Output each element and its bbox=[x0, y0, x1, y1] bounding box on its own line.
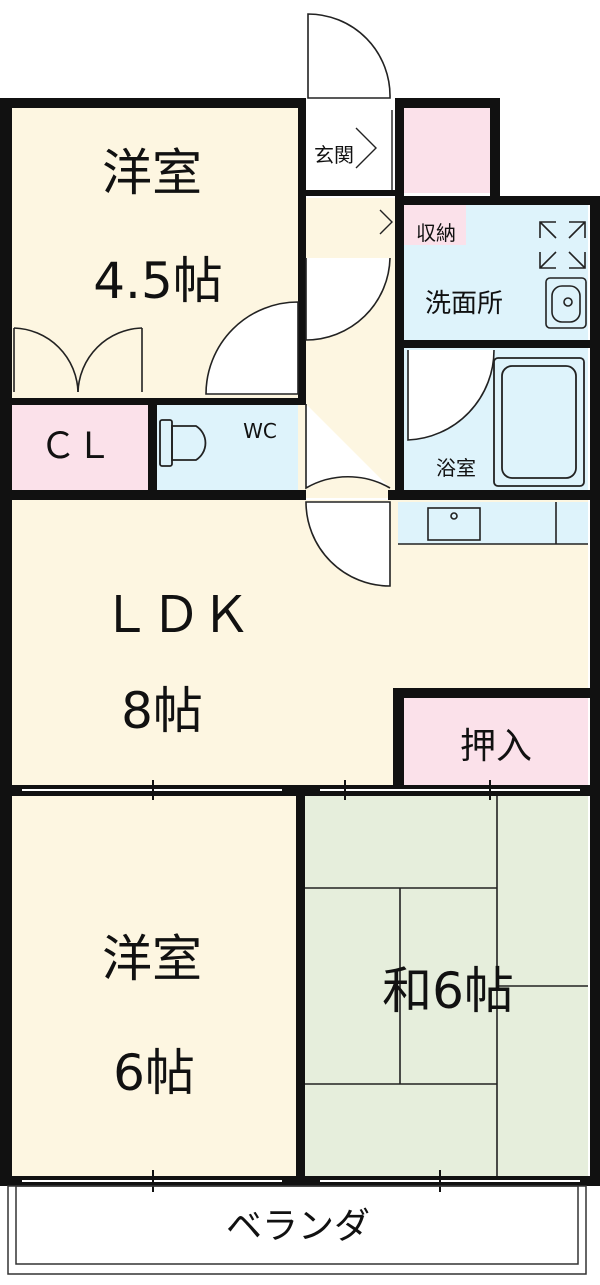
label-western-room-south: 洋室 bbox=[102, 930, 202, 988]
label-japanese-room: 和6帖 bbox=[382, 962, 514, 1020]
label-washroom: 洗面所 bbox=[425, 289, 503, 319]
floor-oshiire bbox=[404, 698, 588, 786]
label-ldk-size: 8帖 bbox=[121, 682, 203, 740]
room-labels: 洋室 4.5帖 ＣＬ WC 玄関 収納 洗面所 浴室 ＬＤＫ 8帖 押入 洋室 … bbox=[40, 143, 532, 1247]
kitchen-fixtures bbox=[398, 502, 588, 545]
floor-shoe-storage bbox=[402, 108, 490, 193]
ldk-door bbox=[305, 501, 391, 587]
entrance-cabinet bbox=[355, 110, 393, 235]
closet-doors bbox=[13, 327, 143, 393]
floor-storage bbox=[404, 205, 466, 245]
label-entrance: 玄関 bbox=[314, 143, 354, 167]
floor-entrance bbox=[305, 108, 400, 193]
entrance-door bbox=[307, 13, 391, 99]
toilet-fixture bbox=[159, 419, 207, 467]
label-oshiire: 押入 bbox=[460, 726, 532, 767]
label-toilet: WC bbox=[243, 419, 277, 443]
label-closet: ＣＬ bbox=[40, 426, 112, 467]
bathtub bbox=[493, 357, 585, 487]
floor-kitchen-counter bbox=[398, 502, 588, 544]
floor-toilet bbox=[157, 405, 298, 490]
label-western-room-south-size: 6帖 bbox=[113, 1044, 195, 1102]
floor-fills bbox=[12, 108, 588, 1176]
label-storage: 収納 bbox=[416, 221, 456, 245]
label-ldk: ＬＤＫ bbox=[101, 586, 251, 644]
floor-western-room-south bbox=[12, 796, 296, 1176]
floor-closet bbox=[12, 405, 150, 490]
washroom-door bbox=[305, 257, 391, 341]
bath-door bbox=[407, 349, 495, 441]
window-ticks bbox=[152, 780, 491, 1192]
label-bathroom: 浴室 bbox=[436, 456, 476, 480]
balcony-outline bbox=[7, 1185, 587, 1275]
label-balcony: ベランダ bbox=[226, 1206, 370, 1247]
walls bbox=[0, 98, 600, 1186]
washroom-fixtures bbox=[539, 221, 587, 329]
label-western-room-north-size: 4.5帖 bbox=[93, 252, 223, 310]
room-north-door bbox=[205, 301, 299, 395]
tatami-lines bbox=[305, 796, 588, 1176]
label-western-room-north: 洋室 bbox=[102, 144, 202, 202]
toilet-door bbox=[305, 404, 391, 490]
doors bbox=[205, 13, 495, 587]
